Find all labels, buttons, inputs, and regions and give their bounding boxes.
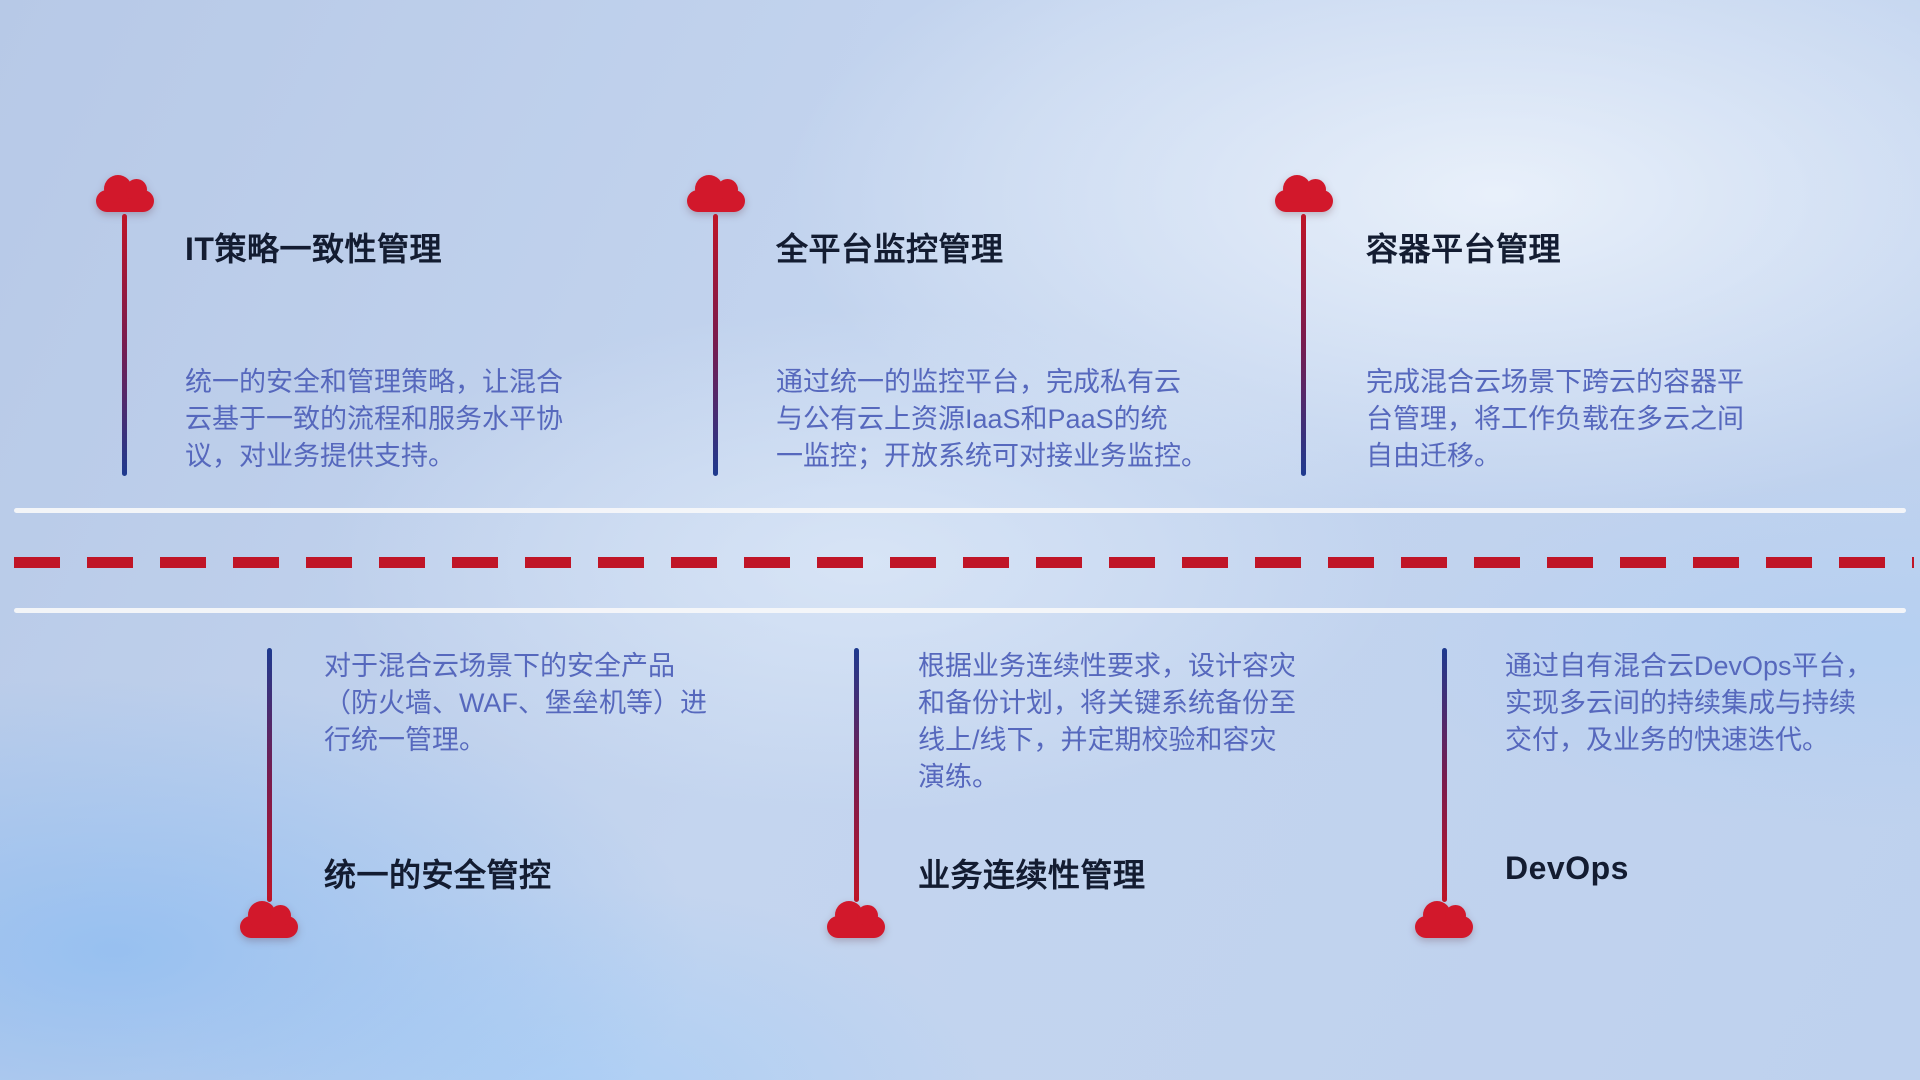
item-description: 对于混合云场景下的安全产品 （防火墙、WAF、堡垒机等）进 行统一管理。 (324, 651, 707, 755)
road-center-dashed-line (14, 557, 1914, 568)
timeline-connector (1442, 648, 1447, 902)
item-description: 完成混合云场景下跨云的容器平 台管理，将工作负载在多云之间 自由迁移。 (1366, 367, 1744, 471)
item-description: 根据业务连续性要求，设计容灾 和备份计划，将关键系统备份至 线上/线下，并定期校… (918, 651, 1296, 792)
item-title: 容器平台管理 (1366, 231, 1562, 267)
timeline-connector (1301, 214, 1306, 476)
cloud-icon (827, 901, 885, 938)
item-title: 全平台监控管理 (776, 231, 1004, 267)
item-description: 通过自有混合云DevOps平台， 实现多云间的持续集成与持续 交付，及业务的快速… (1505, 651, 1873, 755)
cloud-icon (96, 175, 154, 212)
item-title: IT策略一致性管理 (185, 231, 442, 267)
cloud-icon (1415, 901, 1473, 938)
item-description: 通过统一的监控平台，完成私有云 与公有云上资源IaaS和PaaS的统 一监控；开… (776, 367, 1208, 471)
item-title: 业务连续性管理 (918, 857, 1146, 893)
timeline-connector (267, 648, 272, 902)
item-title: DevOps (1505, 850, 1629, 886)
road-bottom-line (14, 608, 1906, 613)
cloud-icon (687, 175, 745, 212)
cloud-icon (240, 901, 298, 938)
timeline-connector (854, 648, 859, 902)
timeline-connector (122, 214, 127, 476)
item-description: 统一的安全和管理策略，让混合 云基于一致的流程和服务水平协 议，对业务提供支持。 (185, 367, 563, 471)
timeline-connector (713, 214, 718, 476)
item-title: 统一的安全管控 (324, 857, 552, 893)
cloud-icon (1275, 175, 1333, 212)
road-top-line (14, 508, 1906, 513)
